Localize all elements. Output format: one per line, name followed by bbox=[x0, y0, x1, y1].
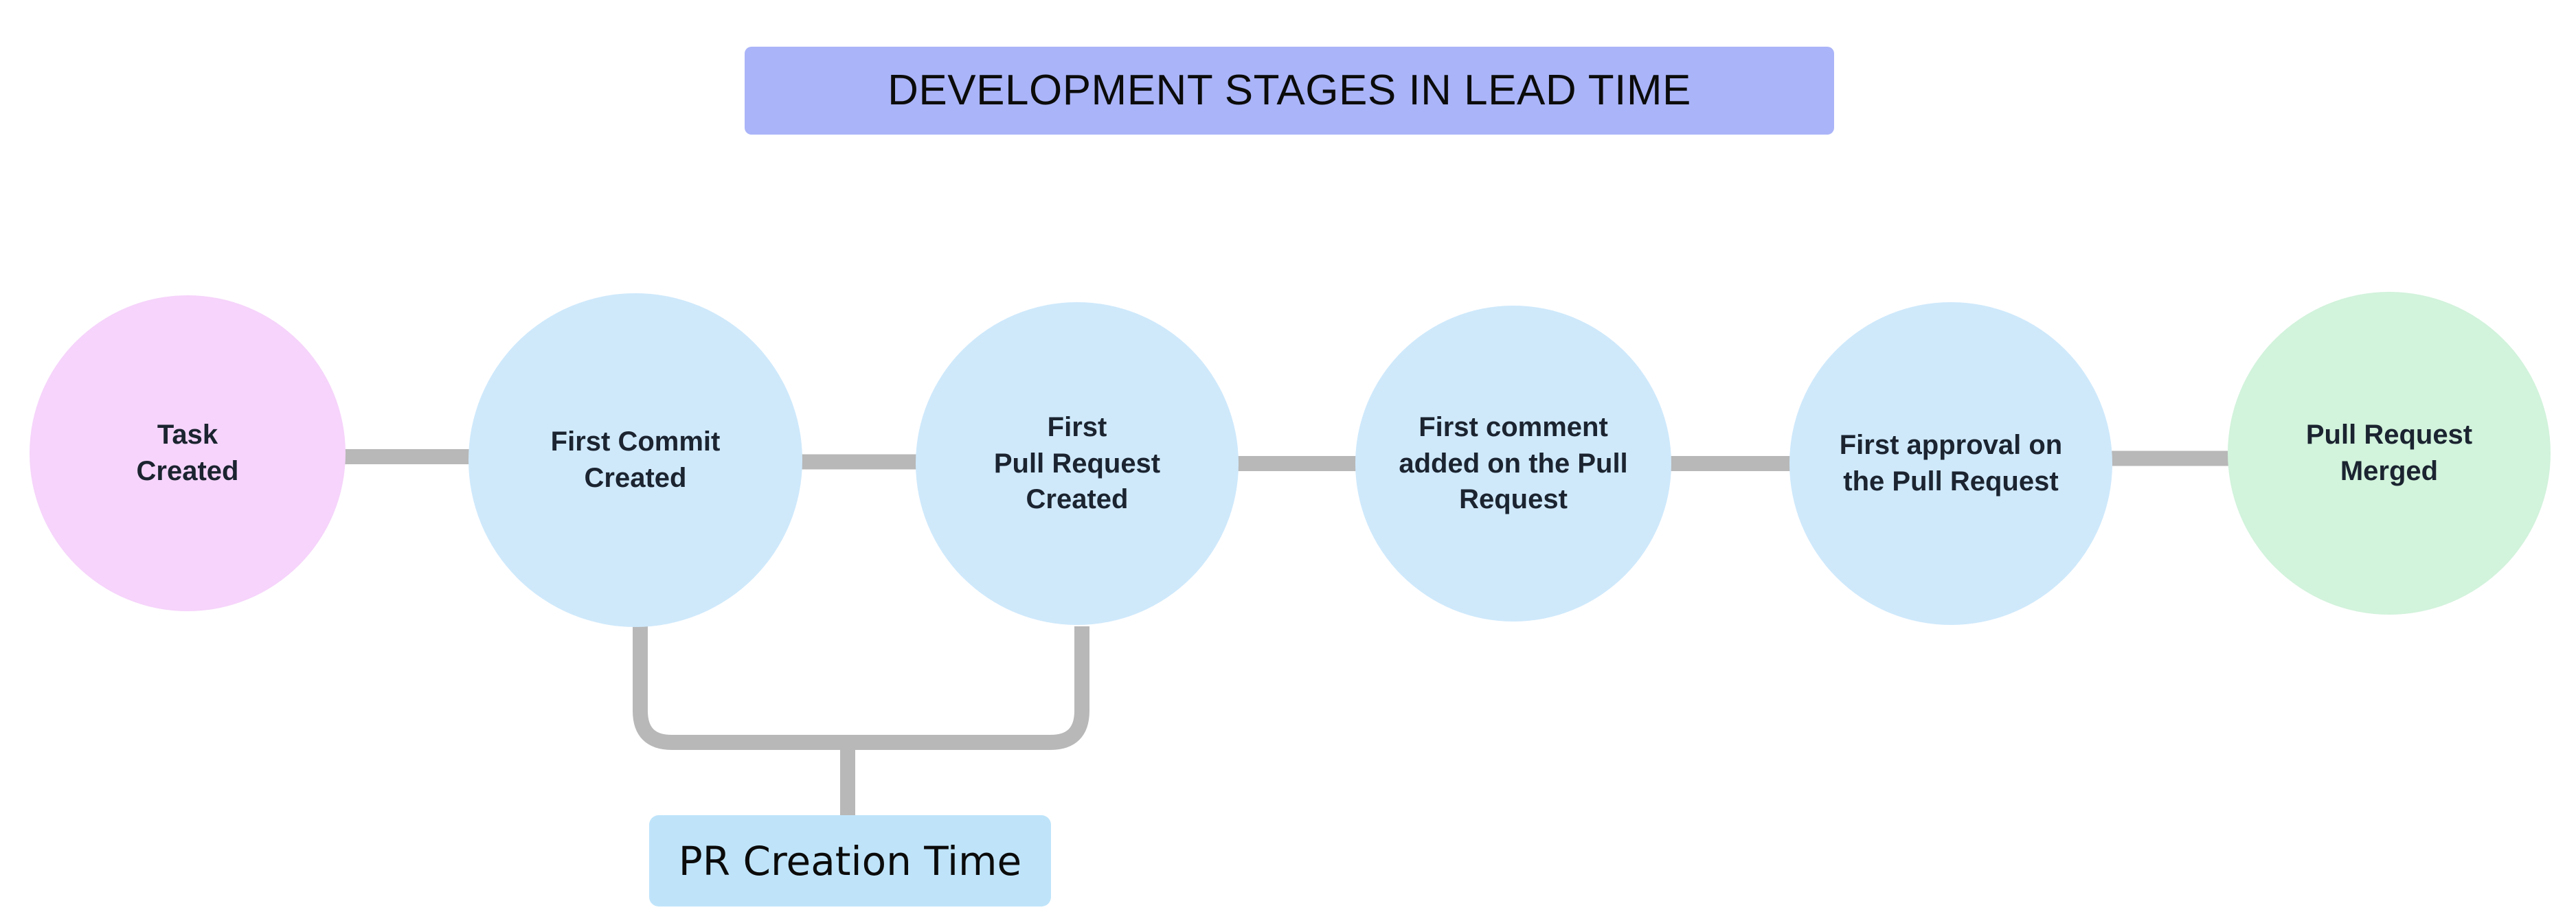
stage-node-label: First comment added on the Pull Request bbox=[1399, 411, 1628, 515]
pr-creation-time-callout: PR Creation Time bbox=[649, 815, 1051, 907]
stage-node-label: First Commit Created bbox=[550, 426, 721, 493]
stage-node-label: Pull Request Merged bbox=[2305, 420, 2473, 486]
stage-node-label: First Pull Request Created bbox=[993, 411, 1161, 515]
stage-node-first-commit-created[interactable]: First Commit Created bbox=[468, 293, 802, 627]
diagram-title-banner: DEVELOPMENT STAGES IN LEAD TIME bbox=[745, 47, 1834, 135]
stage-node-pull-request-merged[interactable]: Pull Request Merged bbox=[2228, 292, 2551, 615]
pr-creation-time-label: PR Creation Time bbox=[678, 837, 1022, 885]
stage-node-task-created[interactable]: Task Created bbox=[30, 295, 346, 611]
stage-node-first-pull-request-created[interactable]: First Pull Request Created bbox=[916, 302, 1239, 625]
page-title: DEVELOPMENT STAGES IN LEAD TIME bbox=[888, 67, 1691, 114]
stage-node-first-approval-on-pull-request[interactable]: First approval on the Pull Request bbox=[1789, 302, 2112, 625]
stage-node-label: First approval on the Pull Request bbox=[1839, 430, 2063, 497]
stage-node-first-comment-on-pull-request[interactable]: First comment added on the Pull Request bbox=[1355, 306, 1671, 622]
measurement-bracket-path bbox=[633, 626, 1089, 750]
stage-node-label: Task Created bbox=[136, 420, 239, 486]
